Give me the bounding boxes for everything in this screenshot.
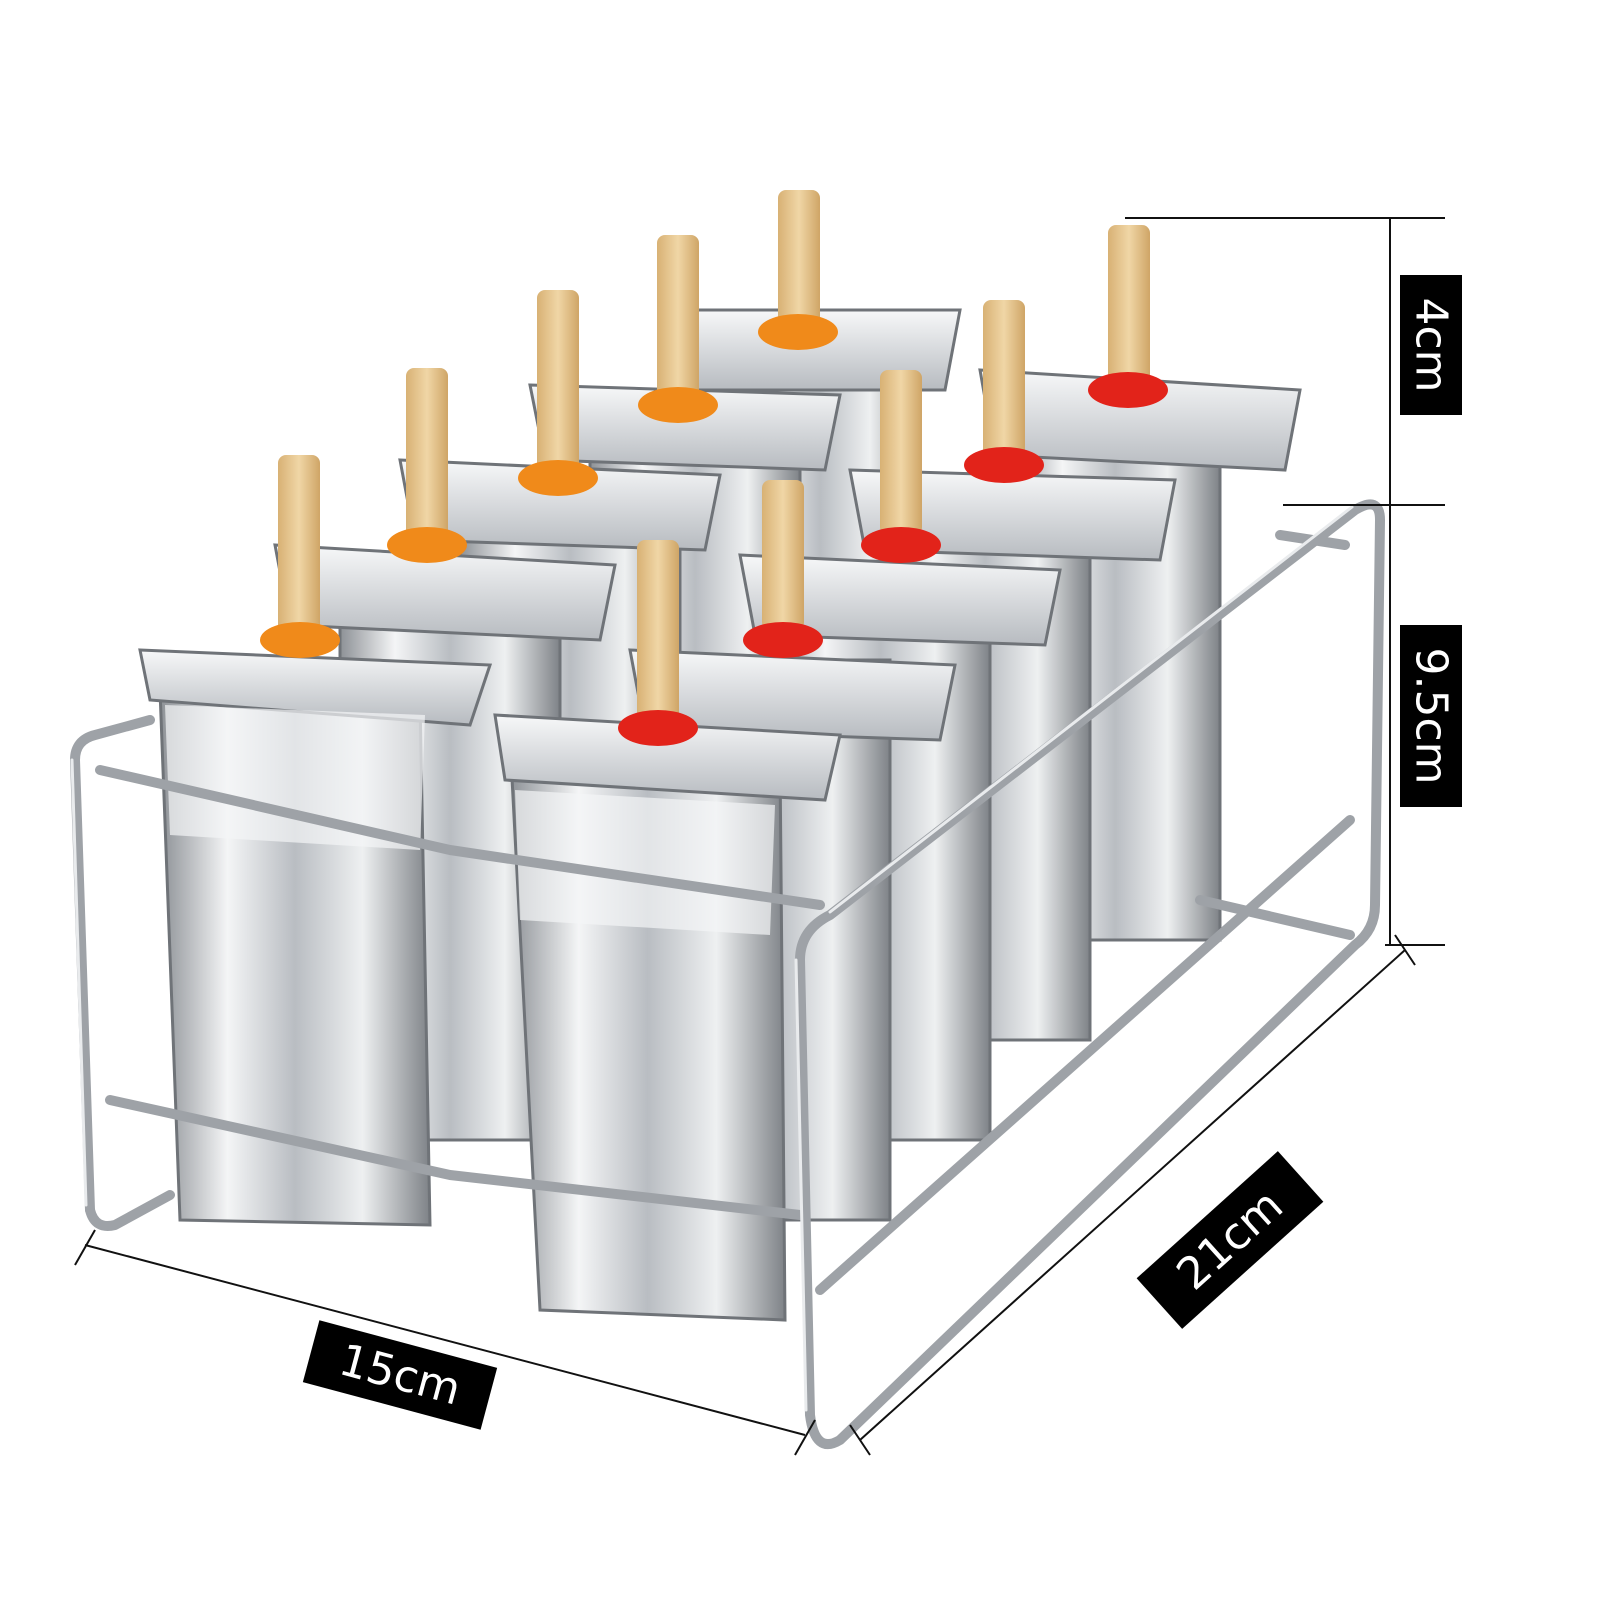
stick-5 <box>518 290 598 496</box>
dimension-label-9-5cm: 9.5cm <box>1400 625 1462 807</box>
stick-1 <box>758 190 838 350</box>
stick-8 <box>743 480 823 658</box>
dimension-label-21cm: 21cm <box>1136 1151 1324 1329</box>
stick-10 <box>618 540 698 746</box>
mold-front-left <box>138 648 493 1227</box>
dimension-lines <box>74 217 1445 1456</box>
stick-6 <box>861 370 941 563</box>
wire-rack <box>70 499 1385 1450</box>
svg-text:4cm: 4cm <box>1406 297 1457 392</box>
stick-4 <box>964 300 1044 483</box>
stick-7 <box>387 368 467 563</box>
svg-text:9.5cm: 9.5cm <box>1406 647 1457 784</box>
wire-rack-highlight <box>70 505 1354 1412</box>
stick-3 <box>638 235 718 423</box>
stick-9 <box>260 455 340 658</box>
dimension-label-4cm: 4cm <box>1400 275 1462 415</box>
stick-2 <box>1088 225 1168 408</box>
dimension-label-15cm: 15cm <box>302 1320 498 1430</box>
